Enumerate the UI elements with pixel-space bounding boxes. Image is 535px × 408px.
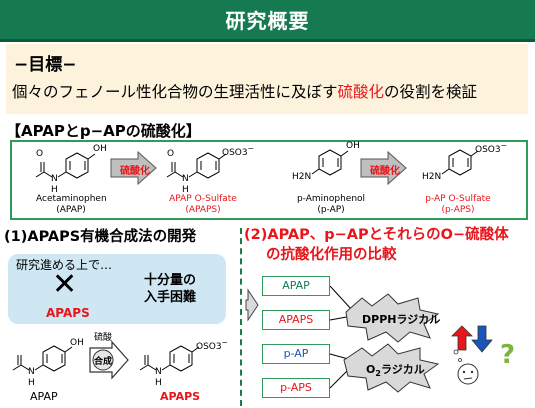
synth-apap-oh-label: OH [70, 338, 84, 348]
apaps-oso3-label: OSO3− [222, 144, 254, 158]
apap-name-label: Acetaminophen(APAP) [36, 194, 107, 215]
synth-apaps-label: APAPS [160, 390, 201, 403]
antioxidant-section-title: (2)APAP、p−APとそれらのO−硫酸体の抗酸化作用の比較 [244, 227, 509, 263]
thinking-person-icon [453, 349, 479, 385]
objective-text: 個々のフェノール性化合物の生理活性に及ぼす硫酸化の役割を検証 [12, 83, 478, 101]
compound-box-paps: p-APS [262, 378, 330, 398]
o2-assay-label: O2ラジカル [366, 363, 425, 379]
unavailable-x-icon: ✕ [52, 267, 78, 302]
page-title: 研究概要 [225, 9, 310, 33]
pap-oh-label: OH [346, 141, 360, 151]
paps-structure [441, 149, 479, 176]
synthesis-arrow [89, 340, 129, 380]
apap-oh-label: OH [93, 144, 107, 154]
pap-name-label: p-Aminophenol(p-AP) [296, 194, 366, 215]
o2-burst-icon [343, 343, 440, 393]
apaps-name-label: APAP O-Sulfate(APAPS) [169, 194, 237, 215]
synth-apaps-structure [139, 345, 200, 372]
synthesis-section-title: (1)APAPS有機合成法の開発 [4, 229, 197, 245]
issue-box [8, 254, 226, 324]
reagent-label: 硫酸 [94, 333, 113, 343]
shortage-text: 十分量の入手困難 [143, 273, 196, 305]
header-bar [0, 0, 535, 42]
dpph-assay-label: DPPHラジカル [362, 313, 441, 326]
objective-box [6, 44, 528, 114]
sulfation-section-title: 【APAPとp−APの硫酸化】 [6, 122, 201, 140]
reaction-arrow-apap [110, 150, 157, 186]
compound-box-apap: APAP [262, 276, 330, 296]
increase-arrow-icon [451, 325, 473, 351]
synthesis-label: 合成 [94, 357, 113, 367]
paps-name-label: p-AP O-Sulfate(p-APS) [425, 194, 491, 215]
compare-arrow [245, 288, 259, 322]
apaps-unavailable-label: APAPS [46, 306, 90, 320]
sulfation-arrow-label-2: 硫酸化 [370, 166, 400, 177]
paps-oso3-label: OSO3− [475, 141, 507, 155]
apap-o-label: O [36, 149, 44, 159]
apaps-structure [166, 152, 227, 179]
reaction-frame [10, 140, 528, 220]
panel-divider [240, 228, 242, 406]
sulfation-arrow-label-1: 硫酸化 [120, 166, 150, 177]
synth-apap-label: APAP [30, 390, 58, 403]
compound-box-pap: p-AP [262, 344, 330, 364]
dpph-burst-icon [345, 293, 440, 343]
apaps-o-label: O [167, 149, 175, 159]
decrease-arrow-icon [471, 325, 493, 353]
paps-h2n-label: H2N [422, 172, 442, 182]
question-mark-icon: ? [500, 340, 516, 370]
reaction-arrow-pap [360, 150, 407, 186]
synth-apap-structure [12, 345, 73, 372]
pap-structure [311, 149, 349, 176]
pap-h2n-label: H2N [292, 172, 312, 182]
issue-note: 研究進める上で… [16, 258, 113, 272]
compound-box-apaps: APAPS [262, 310, 330, 330]
synth-apaps-oso3-label: OSO3− [196, 338, 228, 352]
apap-structure [35, 152, 96, 179]
objective-heading: −目標− [14, 55, 77, 75]
